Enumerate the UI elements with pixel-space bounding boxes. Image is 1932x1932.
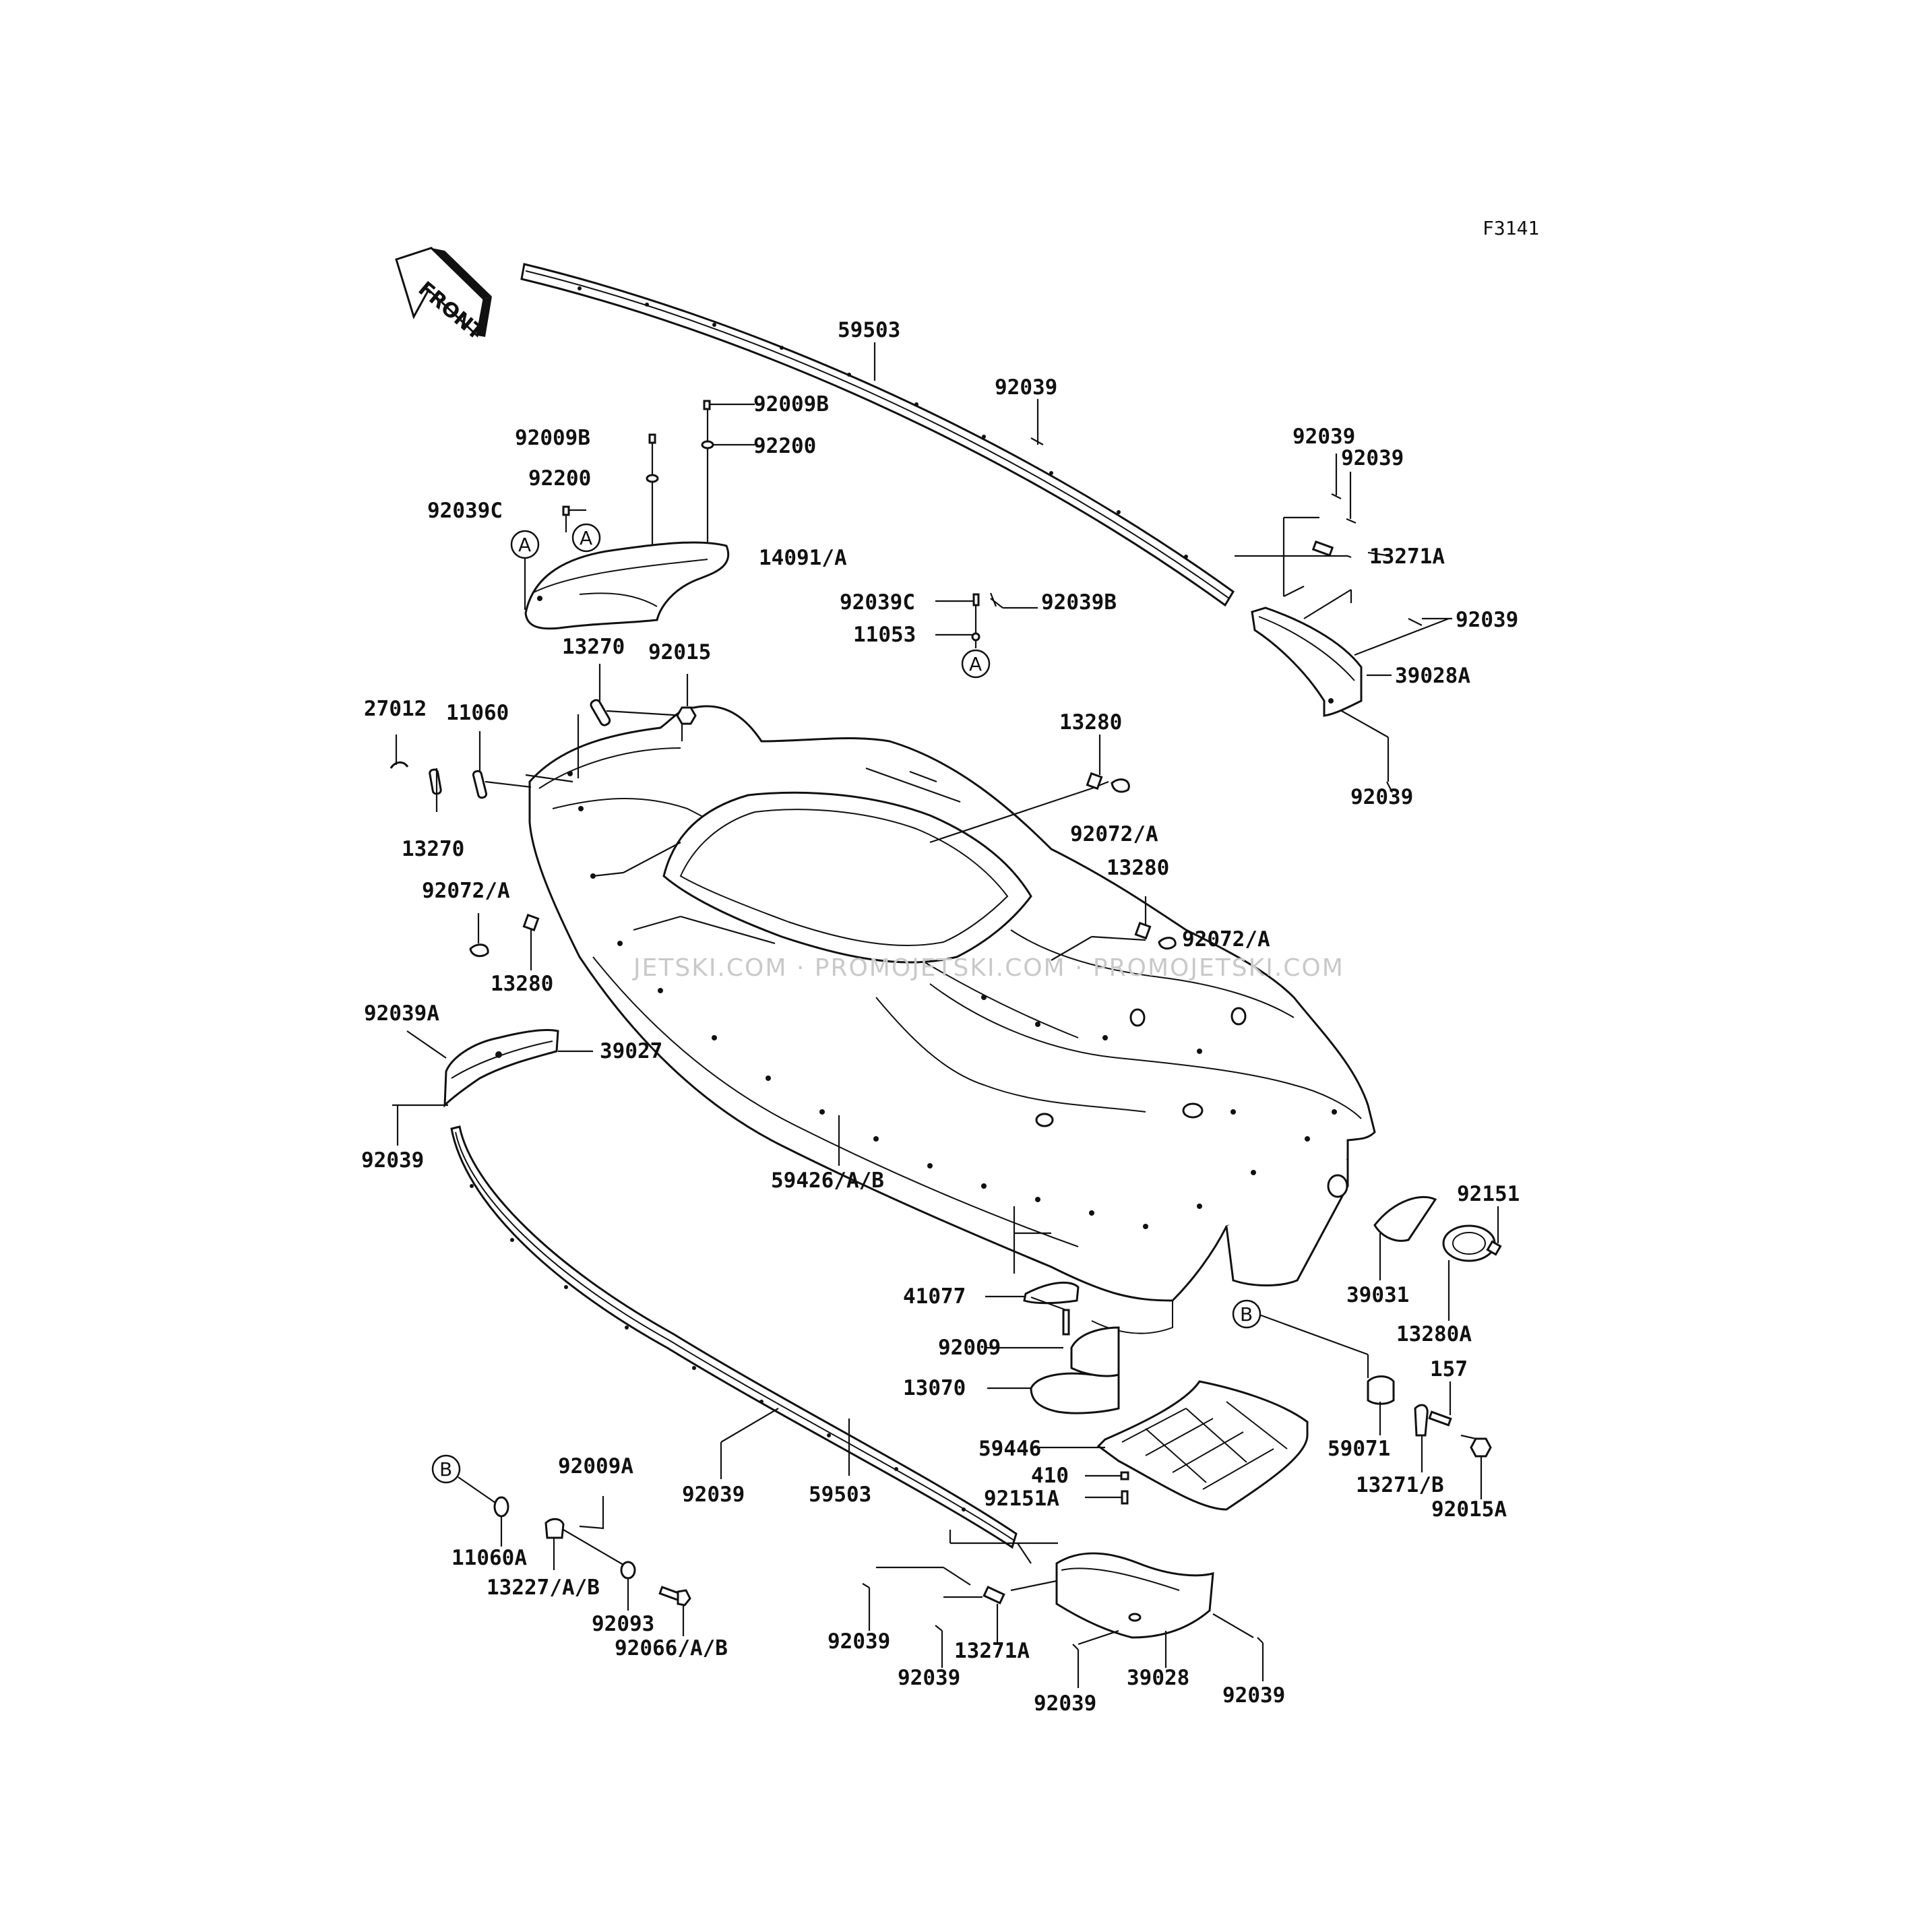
label-11053: 11053 <box>853 623 916 647</box>
label-59503-top: 59503 <box>838 318 900 342</box>
label-13227AB: 13227/A/B <box>487 1576 600 1600</box>
label-13070: 13070 <box>903 1376 966 1400</box>
watermark: JETSKI.COM · PROMOJETSKI.COM · PROMOJETS… <box>632 954 1344 982</box>
label-92039-b2: 92039 <box>828 1629 890 1654</box>
label-92072A-3: 92072/A <box>422 879 510 903</box>
label-92039-r4: 92039 <box>1350 785 1413 809</box>
ref-marker-a-1: A <box>510 530 540 559</box>
label-92009: 92009 <box>938 1336 1001 1360</box>
label-92151A: 92151A <box>984 1487 1059 1511</box>
label-13271B: 13271/B <box>1356 1473 1444 1497</box>
label-13280-3: 13280 <box>491 972 553 996</box>
drain-parts <box>458 1476 691 1636</box>
label-92009A: 92009A <box>558 1454 633 1478</box>
label-59446: 59446 <box>978 1437 1041 1461</box>
front-arrow-icon: FRONT <box>395 247 492 345</box>
intake-parts <box>985 1281 1309 1511</box>
label-92093: 92093 <box>592 1612 654 1636</box>
label-92039-b3: 92039 <box>898 1666 960 1690</box>
stern-parts <box>1367 1195 1502 1499</box>
label-92009B-1: 92009B <box>753 392 829 416</box>
front-bumper-39027 <box>392 1029 593 1146</box>
ref-marker-a-2: A <box>571 523 601 553</box>
hull-59426 <box>528 705 1376 1334</box>
label-39027: 39027 <box>600 1039 662 1063</box>
rear-bumper-39028 <box>862 1530 1264 1688</box>
label-92039-b5: 92039 <box>1222 1683 1285 1708</box>
label-92015: 92015 <box>648 640 711 664</box>
label-92151: 92151 <box>1457 1182 1520 1206</box>
label-13271A-top: 13271A <box>1369 544 1445 569</box>
figure-code: F3141 <box>1483 217 1539 239</box>
svg-text:A: A <box>580 527 592 549</box>
latch-parts <box>389 664 1177 970</box>
label-13270-1: 13270 <box>562 635 625 659</box>
front-cover-14091 <box>524 541 730 630</box>
label-39028: 39028 <box>1127 1666 1189 1690</box>
label-11060A: 11060A <box>451 1546 527 1570</box>
svg-text:B: B <box>1240 1303 1253 1326</box>
label-59426AB: 59426/A/B <box>771 1168 884 1193</box>
label-92039-r1: 92039 <box>1292 425 1355 449</box>
svg-text:A: A <box>969 653 982 675</box>
label-92039-r3: 92039 <box>1456 608 1518 632</box>
label-92009B-2: 92009B <box>515 426 590 450</box>
label-92015A: 92015A <box>1431 1497 1507 1522</box>
label-92039-b4: 92039 <box>1034 1691 1096 1716</box>
label-41077: 41077 <box>903 1284 966 1309</box>
label-92200-2: 92200 <box>528 466 591 491</box>
ref-marker-b-1: B <box>1232 1299 1261 1329</box>
label-92066AB: 92066/A/B <box>615 1636 728 1660</box>
label-11060: 11060 <box>446 701 509 725</box>
fasteners-top <box>562 400 1423 793</box>
label-92039C-2: 92039C <box>840 590 915 615</box>
label-59503-bot: 59503 <box>809 1483 871 1507</box>
label-39031: 39031 <box>1346 1283 1409 1307</box>
leader-lines-hull <box>525 721 1369 1378</box>
label-410: 410 <box>1031 1464 1069 1488</box>
ref-marker-b-2: B <box>431 1454 461 1484</box>
label-92200-1: 92200 <box>753 434 816 458</box>
ref-marker-a-3: A <box>961 649 991 679</box>
label-157: 157 <box>1430 1357 1468 1381</box>
label-59071: 59071 <box>1328 1437 1390 1461</box>
label-13270-2: 13270 <box>402 837 464 861</box>
label-39028A: 39028A <box>1395 664 1470 688</box>
label-92072A-1: 92072/A <box>1070 822 1158 846</box>
label-92039-r2: 92039 <box>1341 446 1404 470</box>
label-13271A-bot: 13271A <box>954 1639 1030 1663</box>
label-92039C-1: 92039C <box>427 499 503 523</box>
label-27012: 27012 <box>364 697 427 721</box>
svg-text:B: B <box>439 1458 452 1481</box>
label-13280A: 13280A <box>1396 1322 1472 1346</box>
gunwale-rail-bottom <box>450 1125 1018 1549</box>
svg-text:A: A <box>518 534 531 556</box>
part-labels: 59503 92039 92009B 92200 92009B 92200 92… <box>361 318 1520 1716</box>
label-92039-l: 92039 <box>361 1148 424 1173</box>
label-92039B: 92039B <box>1041 590 1117 615</box>
label-92039A: 92039A <box>364 1001 439 1026</box>
rear-bumper-39028A <box>1251 606 1363 717</box>
label-13280-2: 13280 <box>1107 856 1169 880</box>
gunwale-rail-top <box>520 263 1235 607</box>
label-92039-top: 92039 <box>995 375 1057 400</box>
label-14091A: 14091/A <box>759 546 847 570</box>
label-92039-b1: 92039 <box>682 1483 745 1507</box>
label-92072A-2: 92072/A <box>1182 927 1270 952</box>
label-13280-1: 13280 <box>1059 710 1122 735</box>
